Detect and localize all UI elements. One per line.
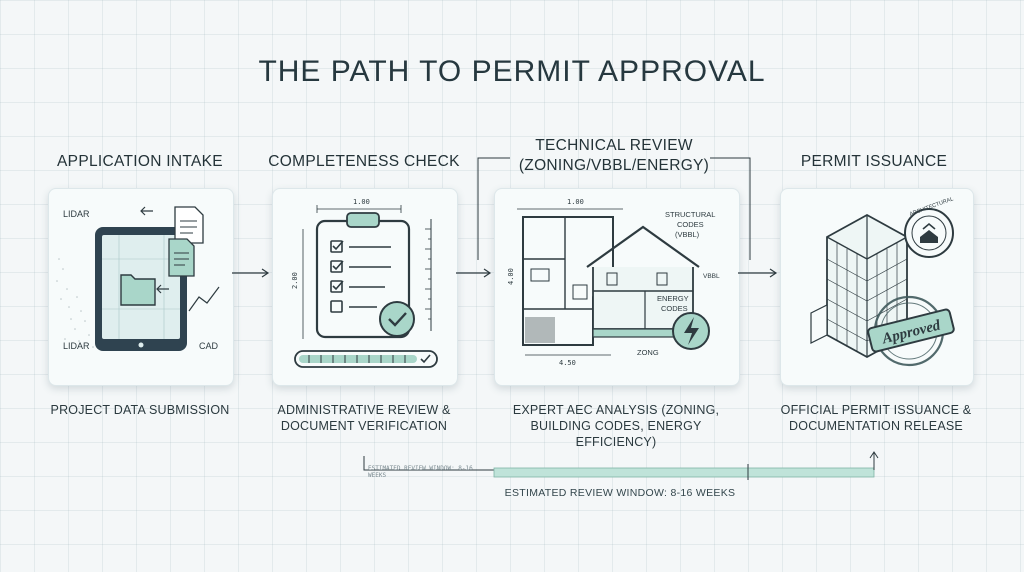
building-approved-illustration: ARCHITECTURAL Approved [810,196,955,367]
building-icon [810,213,908,359]
review-window-timeline [363,451,879,480]
document-icon [174,206,204,244]
checklist-icon [330,240,391,313]
blueprint-dim-top-label: 1.00 [567,198,584,206]
structural-codes-label-line2: CODES [677,220,704,229]
house-blueprint-illustration: 1.00 4.00 4.50 STRUCTURAL CODES [507,198,720,367]
dimension-side-label: 2.00 [291,272,299,289]
house-section-icon [586,225,700,338]
check-circle-icon [379,301,415,337]
caption-completeness-check-line1: ADMINISTRATIVE REVIEW & [277,403,451,417]
document-icon-2 [168,238,195,277]
blueprint-dim-bottom-label: 4.50 [559,359,576,367]
progress-bar [294,350,438,368]
card-application-intake: LIDAR LIDAR CAD [48,188,234,386]
card-permit-issuance: ARCHITECTURAL Approved [780,188,974,386]
tablet-documents-illustration: LIDAR LIDAR CAD [56,206,220,351]
caption-technical-review-line1: EXPERT AEC ANALYSIS (ZONING, [512,403,720,417]
progress-check-icon [420,354,431,364]
energy-bolt-icon [672,312,710,350]
timeline-label: ESTIMATED REVIEW WINDOW: 8-16 WEEKS [504,487,736,499]
page-title: THE PATH TO PERMIT APPROVAL [258,55,766,88]
stage-title-technical-review: TECHNICAL REVIEW (ZONING/VBBL/ENERGY) [484,136,744,176]
review-window-bar [493,467,875,478]
stage-title-technical-review-line2: (ZONING/VBBL/ENERGY) [518,157,710,174]
architectural-seal-icon [904,208,954,258]
caption-permit-issuance-line2: DOCUMENTATION RELEASE [789,419,963,433]
timeline-small-label: ESTIMATED REVIEW WINDOW: 8-16 WEEKS [368,465,473,479]
caption-permit-issuance-line1: OFFICIAL PERMIT ISSUANCE & [780,403,972,417]
stage-title-application-intake: APPLICATION INTAKE [57,153,223,170]
arrow-left-icon [140,206,153,216]
caption-completeness-check: ADMINISTRATIVE REVIEW & DOCUMENT VERIFIC… [256,402,472,434]
zoning-label: ZONG [637,348,659,357]
stage-title-technical-review-line1: TECHNICAL REVIEW [535,137,693,154]
structural-codes-label-line3: (VBBL) [675,230,700,239]
arrow-intake-to-check [232,268,270,278]
energy-codes-label-line1: ENERGY [657,294,689,303]
stage-title-permit-issuance: PERMIT ISSUANCE [800,153,948,170]
caption-completeness-check-line2: DOCUMENT VERIFICATION [280,419,448,433]
clipboard-checklist-illustration: 1.00 2.00 [291,198,438,368]
stage-title-completeness-check: COMPLETENESS CHECK [268,153,460,170]
caption-technical-review: EXPERT AEC ANALYSIS (ZONING, BUILDING CO… [490,402,742,450]
line-graph-icon [188,286,220,312]
arrow-check-to-technical [456,268,492,278]
bracket-connectors [477,157,751,260]
structural-codes-label-line1: STRUCTURAL [665,210,715,219]
blueprint-dim-side-label: 4.00 [507,268,515,285]
caption-application-intake: PROJECT DATA SUBMISSION [50,403,230,417]
card-completeness-check: 1.00 2.00 [272,188,458,386]
vbbl-label: VBBL [703,273,720,280]
approved-stamp: Approved [867,295,955,367]
caption-permit-issuance: OFFICIAL PERMIT ISSUANCE & DOCUMENTATION… [766,402,986,434]
arrow-left-icon-2 [156,284,169,294]
dimension-top-label: 1.00 [353,198,370,206]
card-technical-review: 1.00 4.00 4.50 STRUCTURAL CODES [494,188,740,386]
energy-codes-label-line2: CODES [661,304,688,313]
lidar-top-label: LIDAR [63,209,90,219]
folder-icon [120,274,156,306]
cad-label: CAD [199,341,219,351]
arrow-technical-to-issuance [738,268,778,278]
lidar-bottom-label: LIDAR [63,341,90,351]
caption-technical-review-line2: BUILDING CODES, ENERGY EFFICIENCY) [530,419,702,449]
